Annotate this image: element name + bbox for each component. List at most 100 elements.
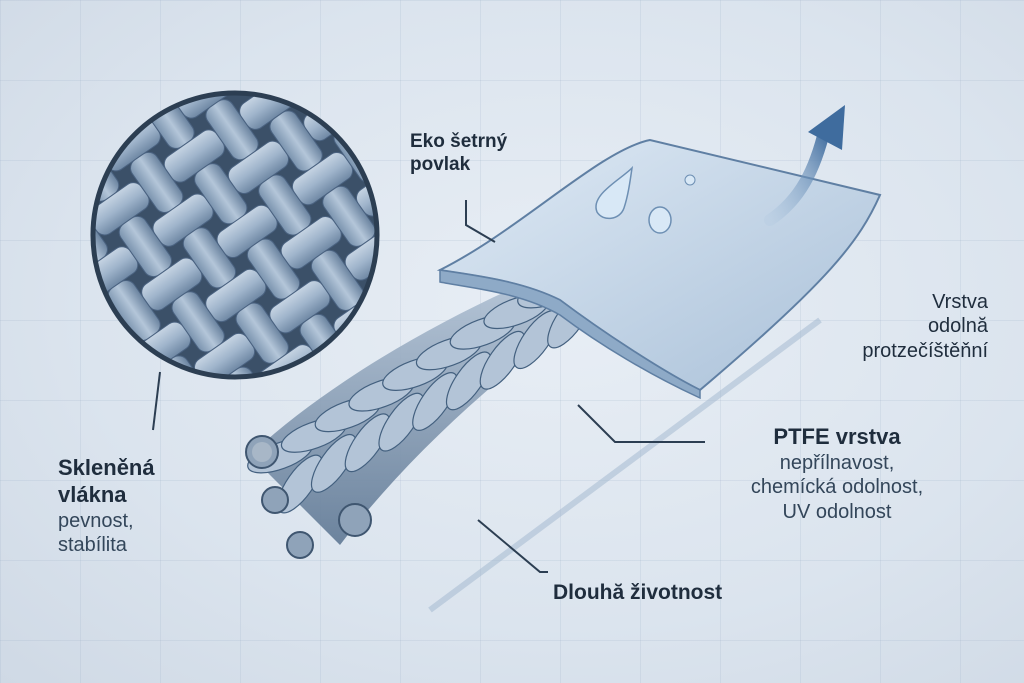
- weave-strand: [0, 0, 17, 54]
- weave-strand: [0, 488, 32, 548]
- weave-strand: [10, 62, 70, 130]
- weave-strand: [85, 9, 145, 77]
- weave-strand: [81, 574, 149, 634]
- water-droplet-icon: [648, 206, 672, 234]
- weave-strand: [353, 0, 413, 58]
- weave-strand: [0, 424, 44, 484]
- weave-strand: [96, 0, 156, 13]
- leader-glass: [152, 371, 161, 431]
- glass-fiber-desc-1: pevnost,: [58, 509, 134, 532]
- weave-strand: [0, 126, 59, 194]
- weave-strand: [0, 522, 55, 590]
- coating-sheet: [436, 138, 882, 400]
- braid-strand: [378, 392, 425, 452]
- braid-strand: [445, 351, 492, 411]
- weave-strand: [183, 0, 251, 58]
- weave-strand: [0, 0, 59, 24]
- braid-strand: [344, 413, 391, 473]
- weave-strand: [111, 93, 173, 108]
- ptfe-title: PTFE vrstva: [773, 424, 901, 449]
- braid-strand: [310, 433, 357, 493]
- weave-strand: [417, 171, 485, 231]
- weave-strand: [405, 65, 465, 133]
- weave-strand: [93, 268, 97, 330]
- weave-strand: [112, 608, 172, 676]
- weave-strand: [198, 491, 258, 559]
- weave-strand: [0, 446, 2, 514]
- leader-ptfe: [577, 404, 705, 443]
- label-longevity: Dlouhă živоtnost: [553, 581, 723, 604]
- weave-strand: [375, 32, 443, 92]
- glass-fiber-title-1: Skleněná: [58, 455, 155, 480]
- weave-strand: [29, 329, 89, 397]
- weave-strand: [0, 190, 47, 258]
- weave-strand: [0, 92, 36, 152]
- weave-strand: [55, 0, 123, 35]
- weave-strand: [225, 0, 285, 36]
- braid-strand: [479, 330, 526, 390]
- leader-life: [477, 519, 548, 573]
- weave-strand: [70, 638, 138, 683]
- weave-strand: [289, 0, 349, 47]
- label-glass-fiber: Skleněná vlákna pevnost, stabílita: [58, 455, 155, 557]
- weave-strand: [168, 458, 236, 518]
- water-line-2: odolnă: [927, 315, 988, 338]
- weave-strand: [145, 586, 213, 646]
- weave-strand: [157, 522, 225, 582]
- weave-strand: [21, 0, 81, 66]
- weave-strand: [0, 254, 36, 322]
- weave-strand: [179, 394, 247, 454]
- weave-strand: [187, 555, 247, 623]
- ptfe-desc-3: UV odolnost: [782, 500, 892, 523]
- weave-strand: [93, 374, 116, 377]
- glass-fiber-title-2: vlákna: [58, 481, 127, 507]
- weave-strand: [149, 20, 209, 88]
- weave-strand: [224, 366, 278, 377]
- ptfe-desc-2: chemícká odolnost,: [750, 476, 924, 499]
- weave-strand: [417, 1, 477, 69]
- weave-strand: [0, 156, 25, 216]
- glass-fiber-desc-2: stabílita: [58, 534, 127, 557]
- weave-strand: [344, 93, 377, 119]
- weave-strand: [0, 318, 25, 386]
- weave-strand: [93, 106, 97, 161]
- weave-strand: [0, 50, 6, 118]
- weave-strand: [216, 93, 270, 97]
- weave-strand: [0, 284, 2, 344]
- weave-strand: [0, 220, 14, 280]
- weave-strand: [0, 296, 66, 356]
- weave-strand: [322, 0, 390, 16]
- magnifier-ring: [90, 90, 380, 380]
- weave-strand: [311, 20, 379, 80]
- weave-strand: [32, 0, 92, 2]
- weave-strand: [48, 597, 108, 665]
- weave-strand: [0, 360, 55, 420]
- weave-strand: [10, 232, 78, 292]
- water-line-1: Vrstva: [932, 291, 988, 313]
- weave-strand: [0, 382, 13, 450]
- water-line-3: protzečíštěňní: [862, 339, 988, 362]
- magnified-weave: [0, 0, 507, 683]
- weave-strand: [439, 43, 507, 103]
- weave-strand: [21, 167, 89, 227]
- label-ptfe: PTFE vrstva nepřílnavost, chemícká odoln…: [712, 424, 962, 524]
- label-water-layer: Vrstva odolnă protzečíštěňní: [838, 290, 988, 363]
- weave-strand: [383, 194, 443, 262]
- weave-strand: [374, 261, 377, 323]
- weave-strand: [160, 0, 220, 24]
- eco-line-2: povlak: [410, 154, 471, 176]
- weave-strand: [17, 393, 77, 461]
- weave-strand: [119, 0, 187, 47]
- weave-strand: [258, 0, 326, 5]
- weave-strand: [96, 344, 150, 377]
- weave-strand: [247, 9, 315, 69]
- weave-strand: [115, 382, 183, 442]
- weave-strand: [386, 0, 454, 28]
- eco-line-1: Eko šetrný: [410, 131, 508, 152]
- weave-strand: [221, 533, 289, 593]
- curved-arrow-icon: [764, 105, 845, 226]
- water-droplet-icon: [684, 174, 696, 186]
- weave-strand: [93, 93, 109, 97]
